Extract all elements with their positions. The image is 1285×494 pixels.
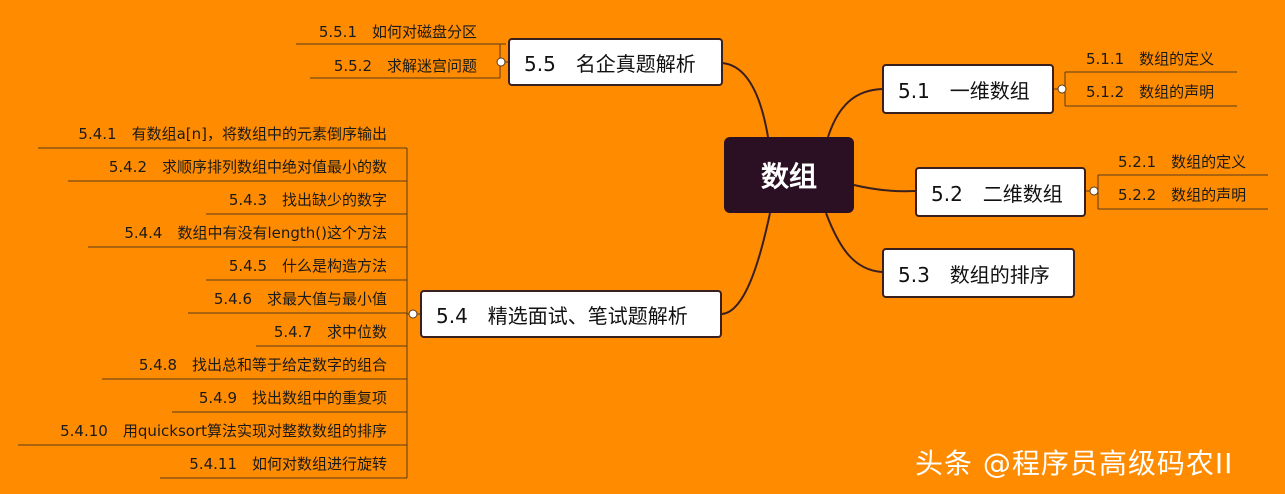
topic-5-4[interactable]: 5.4 精选面试、笔试题解析: [420, 290, 722, 338]
subtopic-5-2-2[interactable]: 5.2.2 数组的声明: [1118, 186, 1247, 204]
topic-5-5[interactable]: 5.5 名企真题解析: [508, 38, 723, 86]
subtopic-5-4-2[interactable]: 5.4.2 求顺序排列数组中绝对值最小的数: [108, 158, 387, 176]
subtopic-5-4-10[interactable]: 5.4.10 用quicksort算法实现对整数数组的排序: [60, 422, 387, 440]
subtopic-5-4-5[interactable]: 5.4.5 什么是构造方法: [228, 257, 387, 275]
subtopic-5-4-11[interactable]: 5.4.11 如何对数组进行旋转: [189, 455, 387, 473]
subtopic-5-4-7[interactable]: 5.4.7 求中位数: [273, 323, 387, 341]
topic-5-1[interactable]: 5.1 一维数组: [882, 64, 1054, 114]
subtopic-5-4-4[interactable]: 5.4.4 数组中有没有length()这个方法: [124, 224, 387, 242]
watermark: 头条 @程序员高级码农II: [915, 447, 1234, 480]
subtopic-5-1-2[interactable]: 5.1.2 数组的声明: [1086, 83, 1215, 101]
subtopic-5-4-6[interactable]: 5.4.6 求最大值与最小值: [213, 290, 387, 308]
subtopic-5-2-1[interactable]: 5.2.1 数组的定义: [1118, 153, 1247, 171]
topic-5-2[interactable]: 5.2 二维数组: [915, 167, 1086, 217]
topic-5-3[interactable]: 5.3 数组的排序: [882, 248, 1075, 298]
subtopic-5-4-9[interactable]: 5.4.9 找出数组中的重复项: [198, 389, 387, 407]
subtopic-5-5-1[interactable]: 5.5.1 如何对磁盘分区: [318, 23, 477, 41]
subtopic-5-5-2[interactable]: 5.5.2 求解迷宫问题: [333, 57, 477, 75]
subtopic-5-1-1[interactable]: 5.1.1 数组的定义: [1086, 50, 1215, 68]
center-topic[interactable]: 数组: [724, 137, 854, 213]
subtopic-5-4-8[interactable]: 5.4.8 找出总和等于给定数字的组合: [138, 356, 387, 374]
subtopic-5-4-3[interactable]: 5.4.3 找出缺少的数字: [228, 191, 387, 209]
subtopic-5-4-1[interactable]: 5.4.1 有数组a[n]，将数组中的元素倒序输出: [78, 125, 387, 143]
